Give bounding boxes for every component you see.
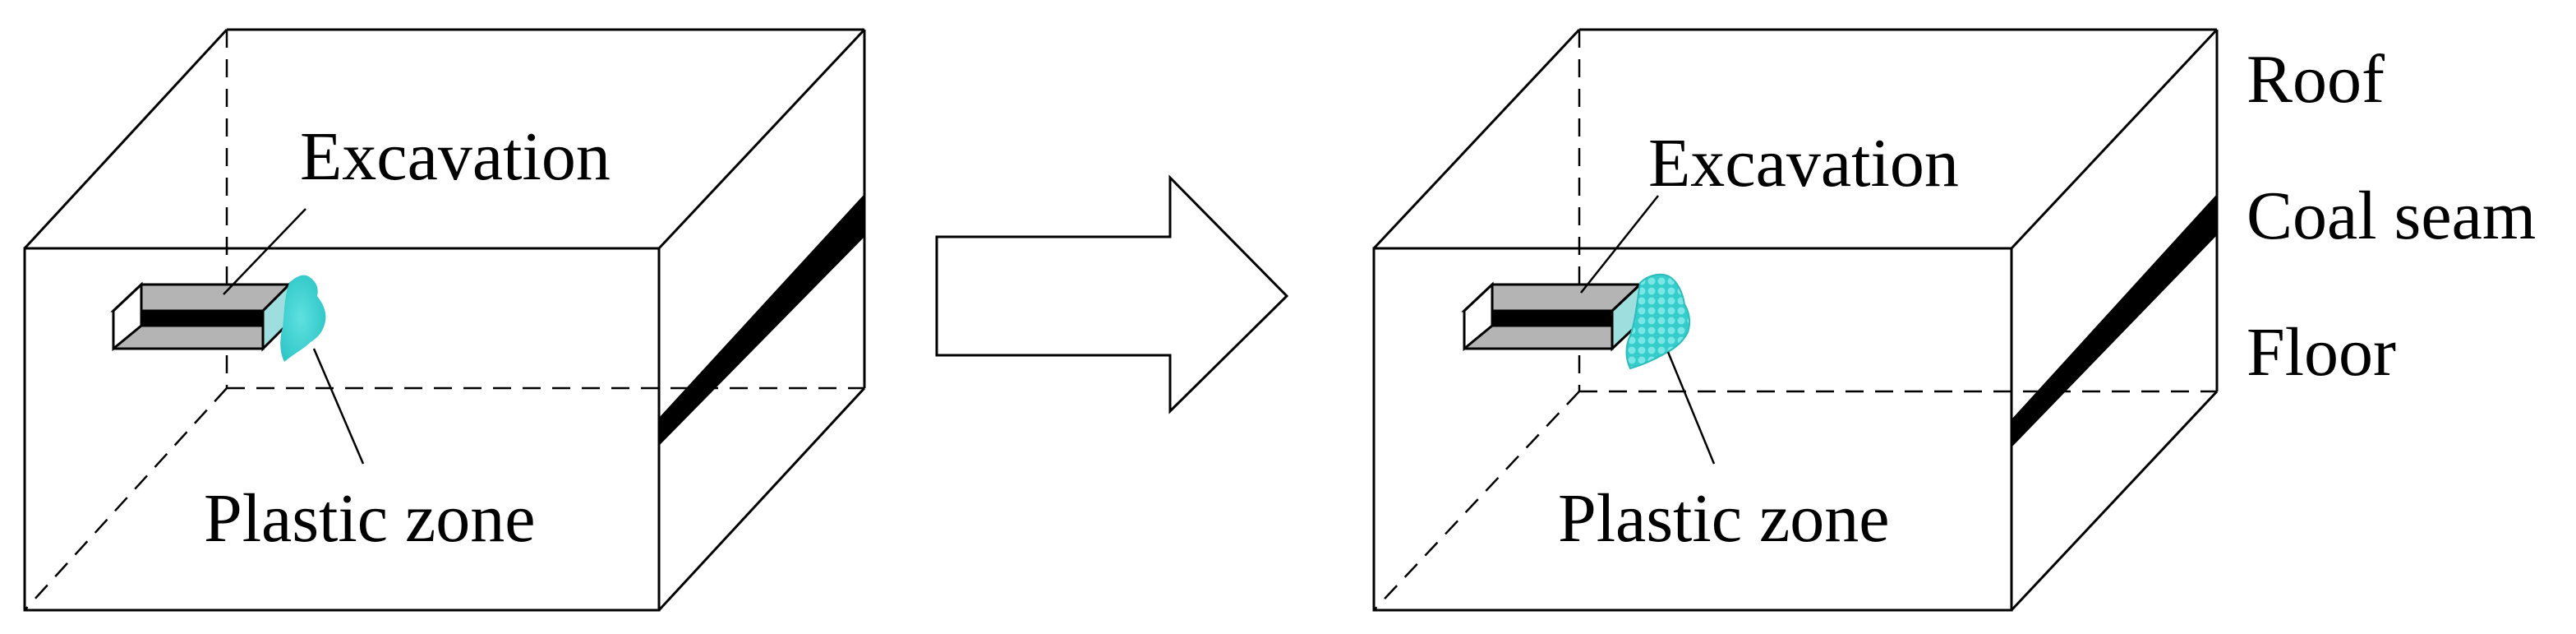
excavation-opening — [1461, 281, 1643, 352]
plastic-zone-leader-line — [312, 348, 365, 465]
left-block-outline — [23, 28, 866, 612]
plastic-zone-blob — [280, 275, 326, 362]
excavation-label: Excavation — [300, 118, 611, 195]
right-panel: Excavation Plastic zone — [1372, 28, 2219, 612]
coal-seam-label: Coal seam — [2247, 178, 2536, 254]
excavation-leader-line — [223, 208, 306, 295]
floor-label: Floor — [2247, 314, 2396, 391]
strata-legend: Roof Coal seam Floor — [2247, 41, 2536, 391]
plastic-zone-leader-line — [1666, 351, 1716, 465]
coal-seam-band — [2011, 194, 2217, 447]
excavation-leader-line — [1580, 195, 1659, 294]
excavation-label: Excavation — [1648, 125, 1959, 201]
plastic-zone-blob — [1625, 273, 1691, 370]
transition-arrow — [935, 174, 1289, 414]
right-block-outline — [1372, 28, 2219, 612]
plastic-zone-label: Plastic zone — [1558, 480, 1890, 557]
left-panel: Excavation Plastic zone — [23, 28, 866, 612]
excavation-opening — [110, 281, 293, 352]
plastic-zone-label: Plastic zone — [204, 480, 536, 557]
roof-label: Roof — [2247, 41, 2385, 118]
coal-seam-band — [659, 194, 864, 446]
